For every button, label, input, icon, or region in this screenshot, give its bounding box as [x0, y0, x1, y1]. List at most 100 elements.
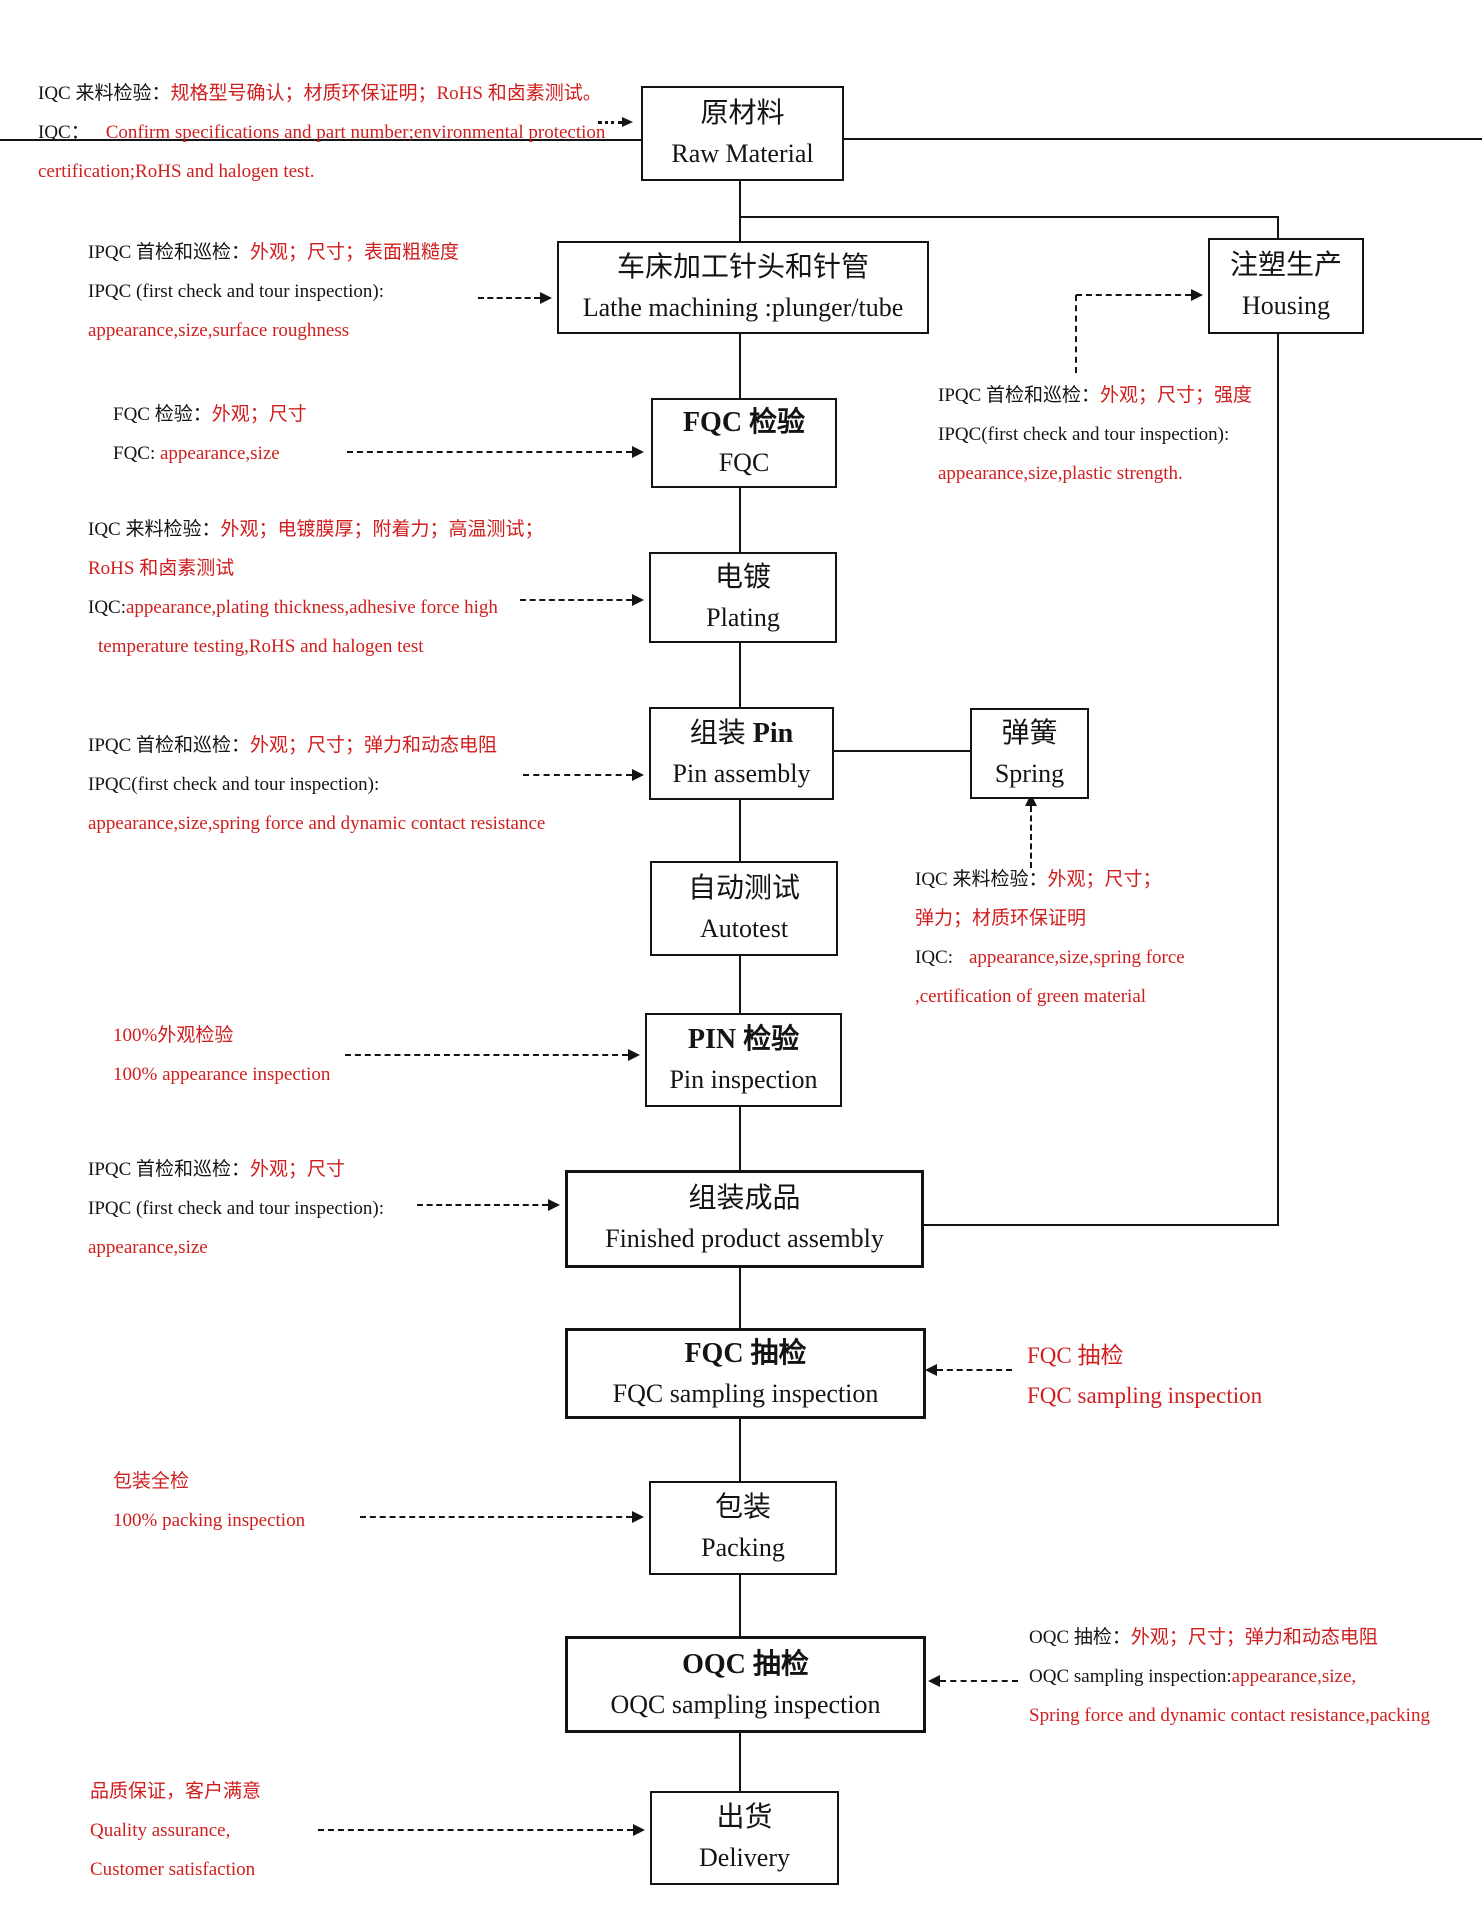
annotation-line: 100% packing inspection — [113, 1501, 305, 1540]
connector-pin-to-autotest — [739, 796, 741, 861]
annotation-text: ,certification of green material — [915, 986, 1147, 1007]
node-raw-material-label-en: Raw Material — [671, 138, 814, 168]
annotation-text: IPQC(first check and tour inspection): — [88, 774, 380, 795]
housing-to-finished-vertical — [1277, 330, 1279, 1226]
node-delivery-label-zh: 出货 — [716, 1802, 773, 1833]
pin-assembly-zh-bold: Pin — [752, 717, 794, 749]
node-delivery-label-en: Delivery — [699, 1843, 790, 1872]
node-housing: 注塑生产 Housing — [1208, 238, 1364, 334]
node-housing-label-zh: 注塑生产 — [1229, 250, 1342, 281]
annotation-text: RoHS 和卤素测试 — [88, 558, 235, 579]
annotation-line: IPQC (first check and tour inspection): — [88, 272, 459, 311]
annotation-line: IQC 来料检验：外观；尺寸； — [915, 860, 1185, 899]
annotation-text: IPQC(first check and tour inspection): — [938, 424, 1230, 445]
connector-pinassembly-to-spring — [830, 750, 970, 752]
annotation-ipqc-pin: IPQC 首检和巡检：外观；尺寸；弹力和动态电阻 IPQC(first chec… — [88, 726, 545, 843]
annotation-text: appearance,size, — [1231, 1666, 1357, 1687]
node-pin-inspection-label-en: Pin inspection — [669, 1065, 818, 1094]
annotation-line: Quality assurance, — [90, 1811, 261, 1850]
annotation-text: OQC sampling inspection: — [1029, 1666, 1232, 1687]
annotation-text: IQC: — [88, 597, 126, 618]
annotation-text: FQC 抽检 — [1027, 1343, 1124, 1368]
annotation-line: IPQC(first check and tour inspection): — [938, 415, 1252, 454]
annotation-text: IPQC (first check and tour inspection): — [88, 1198, 385, 1219]
connector-autotest-to-pininspection — [739, 952, 741, 1013]
dashed-arrow-to-finished — [417, 1199, 560, 1211]
annotation-text: 品质保证，客户满意 — [90, 1781, 262, 1802]
node-finished-assembly-label-zh: 组装成品 — [688, 1183, 801, 1214]
annotation-line: IQC:appearance,size,spring force — [915, 938, 1185, 977]
node-oqc-sampling-label-en: OQC sampling inspection — [610, 1689, 881, 1719]
annotation-text: appearance,size — [88, 1237, 208, 1258]
annotation-text: appearance,size,surface roughness — [88, 320, 350, 341]
annotation-text: 外观；尺寸；表面粗糙度 — [250, 242, 460, 263]
node-raw-material-label-zh: 原材料 — [700, 97, 785, 129]
annotation-text: IPQC 首检和巡检： — [88, 1159, 251, 1180]
node-oqc-sampling: OQC 抽检 OQC sampling inspection — [565, 1636, 926, 1733]
housing-to-finished-horizontal — [918, 1224, 1279, 1226]
annotation-line: Spring force and dynamic contact resista… — [1029, 1696, 1430, 1735]
dotted-arrow-to-raw-material — [598, 117, 633, 127]
dashed-arrow-to-fqcsampling — [925, 1364, 1012, 1376]
annotation-line: 包装全检 — [113, 1462, 305, 1501]
node-housing-label-en: Housing — [1241, 291, 1331, 320]
node-finished-assembly: 组装成品 Finished product assembly — [565, 1170, 924, 1268]
node-autotest-label-zh: 自动测试 — [687, 872, 800, 904]
node-pin-inspection: PIN 检验 Pin inspection — [645, 1013, 842, 1107]
connector-lathe-to-fqc — [739, 330, 741, 398]
node-fqc-sampling-label-zh: FQC 抽检 — [684, 1337, 807, 1369]
annotation-text: IQC 来料检验： — [88, 519, 221, 540]
node-packing-label-en: Packing — [701, 1533, 785, 1562]
node-packing-label-zh: 包装 — [714, 1492, 771, 1523]
node-raw-material: 原材料 Raw Material — [641, 86, 844, 181]
node-autotest: 自动测试 Autotest — [650, 861, 838, 956]
annotation-text: temperature testing,RoHS and halogen tes… — [98, 636, 424, 657]
annotation-text: appearance,plating thickness,adhesive fo… — [126, 597, 498, 618]
annotation-text: 外观；尺寸 — [211, 404, 307, 425]
annotation-line: 弹力；材质环保证明 — [915, 899, 1185, 938]
annotation-line: IPQC(first check and tour inspection): — [88, 765, 545, 804]
dashed-arrow-to-packing — [360, 1511, 644, 1523]
annotation-text: 外观；尺寸；弹力和动态电阻 — [250, 735, 498, 756]
node-lathe-machining: 车床加工针头和针管 Lathe machining :plunger/tube — [557, 241, 929, 334]
node-plating-label-zh: 电镀 — [714, 561, 771, 593]
node-plating-label-en: Plating — [706, 602, 780, 632]
annotation-line: IPQC 首检和巡检：外观；尺寸 — [88, 1150, 384, 1189]
annotation-text: FQC 检验： — [113, 404, 212, 425]
branch-to-housing-drop — [1277, 216, 1279, 238]
connector-raw-to-lathe — [739, 177, 741, 241]
dashed-arrow-to-pininspection — [345, 1049, 640, 1061]
branch-to-housing-horizontal — [739, 216, 1279, 218]
annotation-text: Spring force and dynamic contact resista… — [1029, 1705, 1430, 1726]
annotation-text: IPQC 首检和巡检： — [938, 385, 1101, 406]
node-lathe-label-zh: 车床加工针头和针管 — [616, 251, 869, 283]
annotation-delivery-note: 品质保证，客户满意 Quality assurance, Customer sa… — [90, 1772, 261, 1889]
annotation-line: IQC：Confirm specifications and part numb… — [38, 113, 605, 152]
node-spring-label-zh: 弹簧 — [1001, 717, 1058, 749]
annotation-text: 100%外观检验 — [113, 1025, 234, 1046]
dashed-arrow-to-fqc — [347, 446, 644, 458]
annotation-text: 外观；尺寸；强度 — [1100, 385, 1253, 406]
node-pin-assembly-label-zh: 组装 Pin — [690, 714, 793, 754]
node-delivery: 出货 Delivery — [650, 1791, 839, 1885]
node-spring: 弹簧 Spring — [970, 708, 1089, 799]
annotation-line: FQC 抽检 — [1027, 1336, 1262, 1376]
annotation-fqc-check: FQC 检验：外观；尺寸 FQC: appearance,size — [113, 395, 307, 473]
annotation-text: Quality assurance, — [90, 1820, 231, 1841]
node-pin-assembly-label-en: Pin assembly — [672, 758, 811, 788]
dashed-elbow-to-housing-horizontal — [1076, 289, 1203, 301]
annotation-text: FQC sampling inspection — [1027, 1383, 1263, 1408]
annotation-line: FQC 检验：外观；尺寸 — [113, 395, 307, 434]
annotation-line: IPQC (first check and tour inspection): — [88, 1189, 384, 1228]
annotation-text: IQC： — [38, 122, 90, 143]
annotation-text: 100% packing inspection — [113, 1510, 306, 1531]
annotation-line: appearance,size,surface roughness — [88, 311, 459, 350]
annotation-oqc-note: OQC 抽检：外观；尺寸；弹力和动态电阻 OQC sampling inspec… — [1029, 1618, 1430, 1735]
node-fqc-sampling: FQC 抽检 FQC sampling inspection — [565, 1328, 926, 1419]
annotation-line: appearance,size,plastic strength. — [938, 454, 1252, 493]
annotation-line: appearance,size,spring force and dynamic… — [88, 804, 545, 843]
node-packing: 包装 Packing — [649, 1481, 837, 1575]
annotation-line: IPQC 首检和巡检：外观；尺寸；表面粗糙度 — [88, 233, 459, 272]
annotation-text: 100% appearance inspection — [113, 1064, 331, 1085]
